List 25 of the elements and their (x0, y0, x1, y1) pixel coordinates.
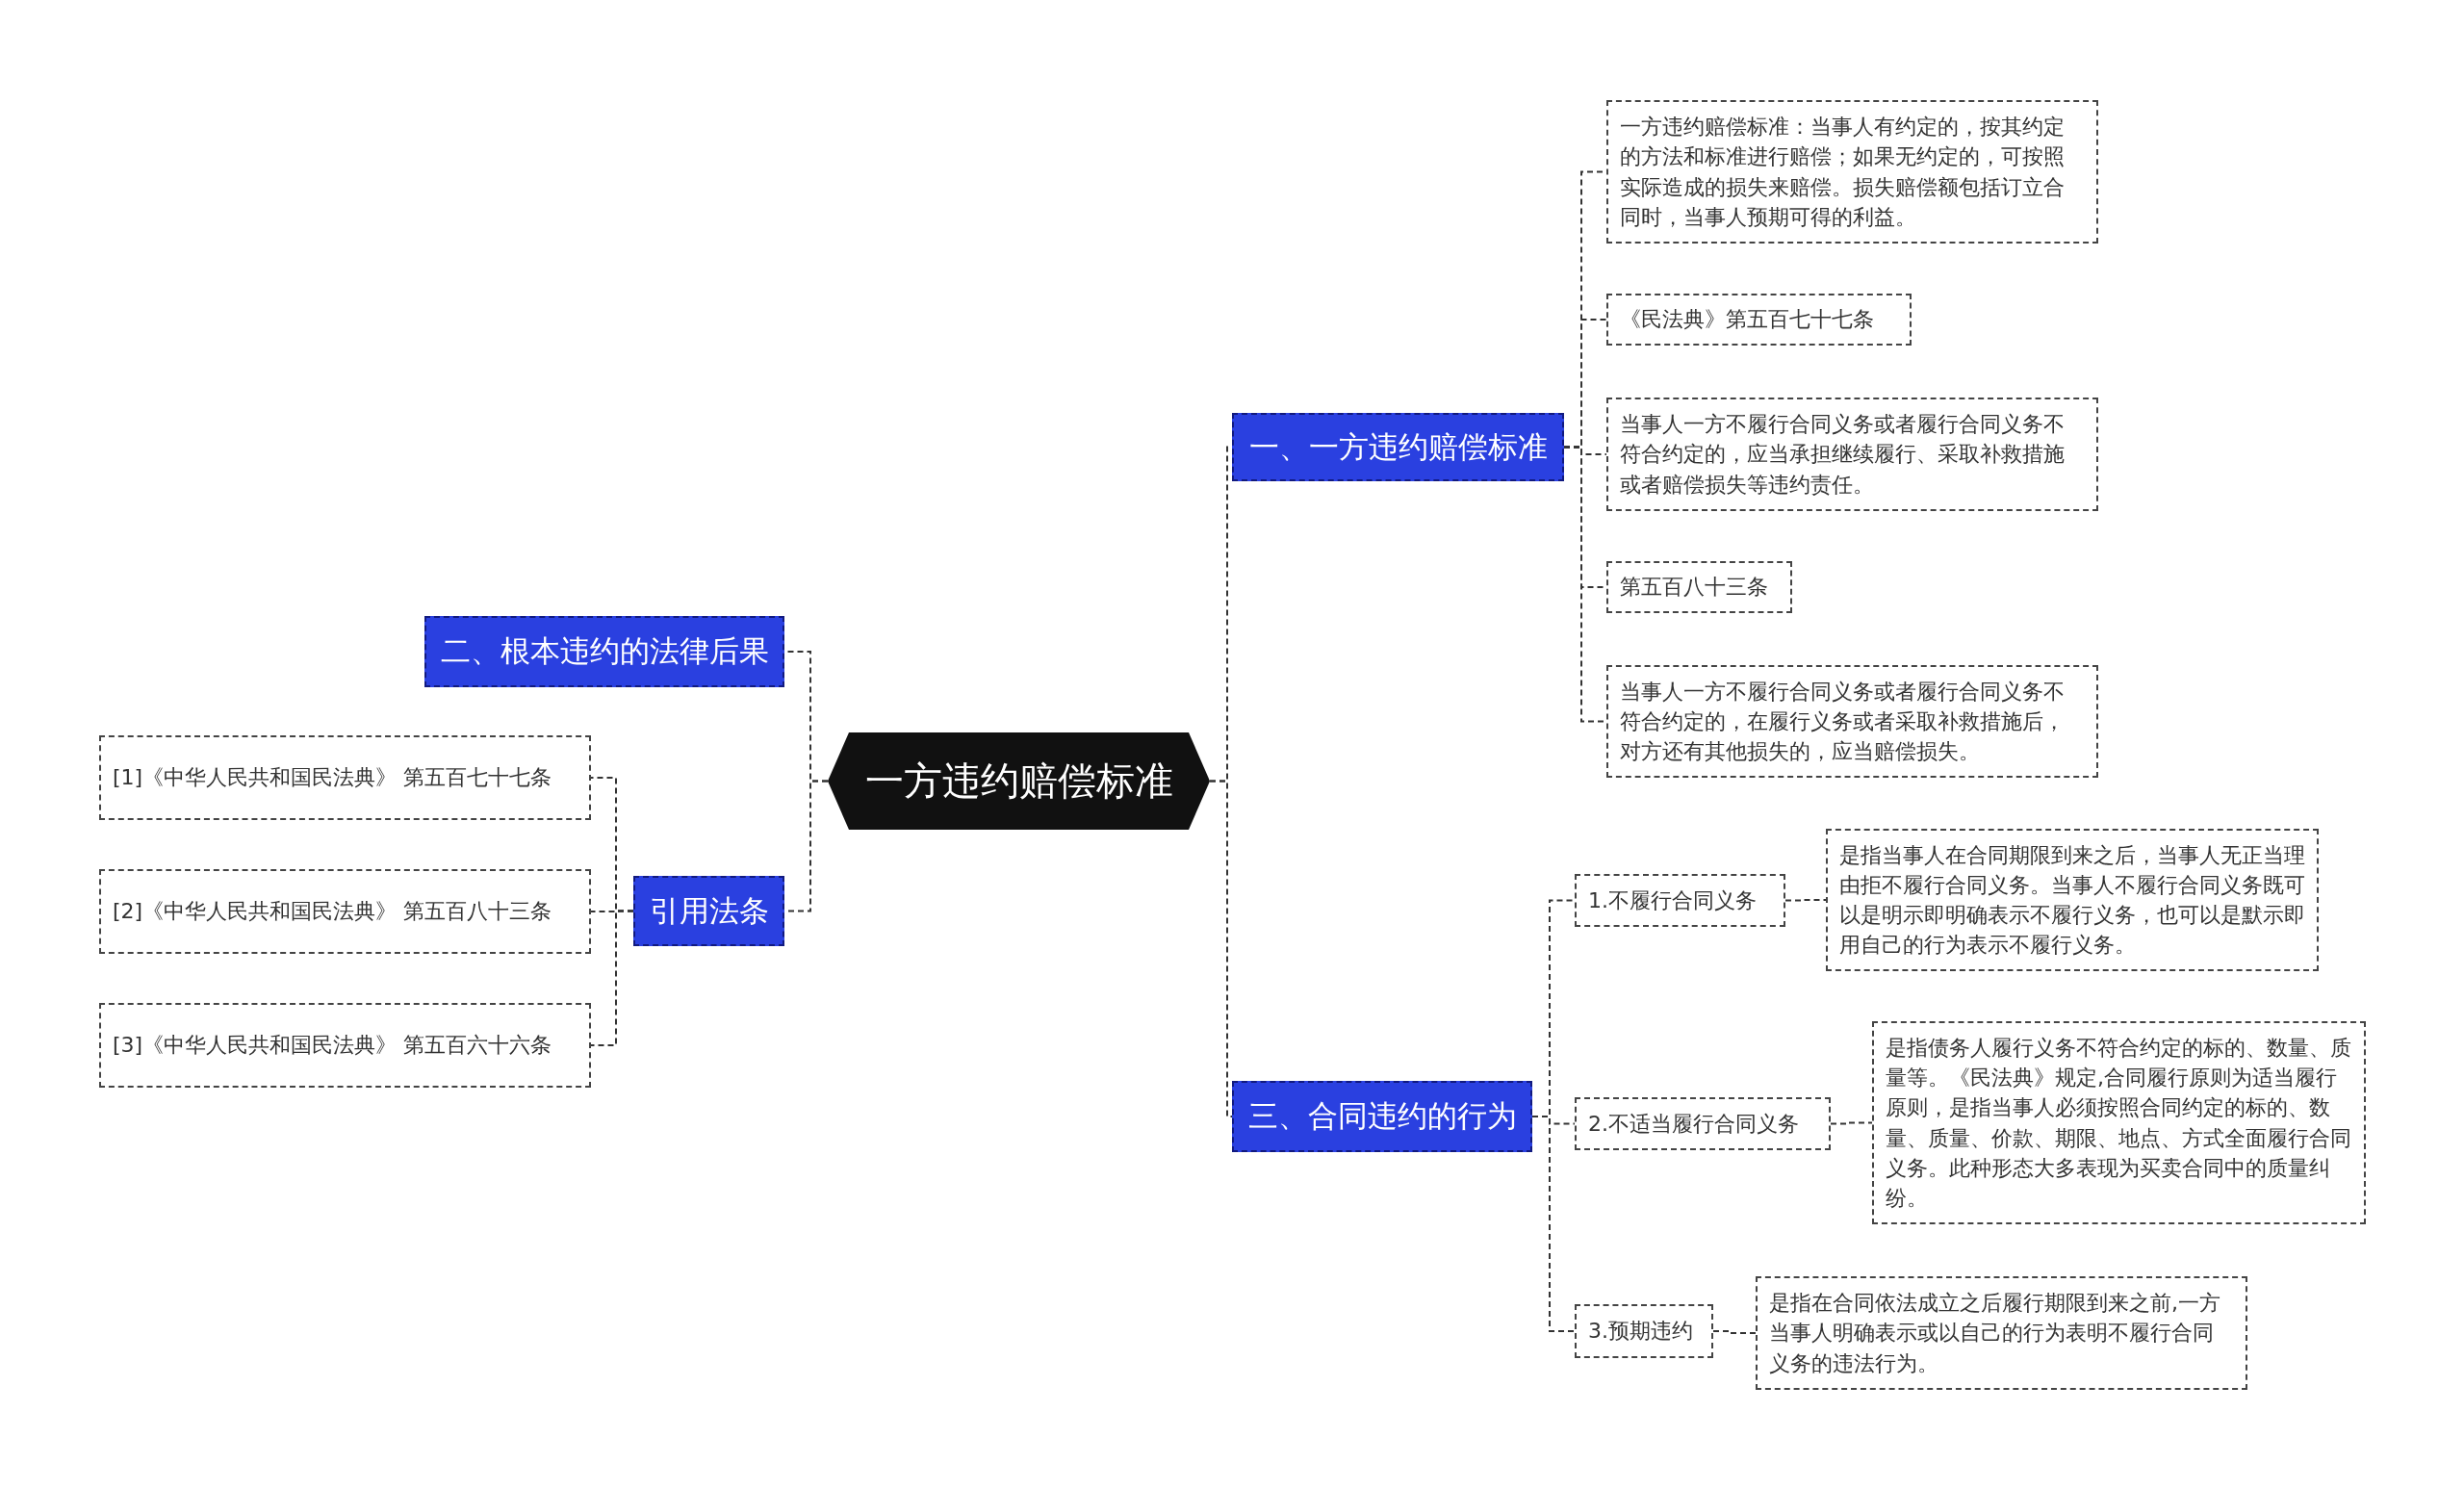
note-box: [2]《中华人民共和国民法典》 第五百八十三条 (99, 869, 591, 954)
note-box: [1]《中华人民共和国民法典》 第五百七十七条 (99, 735, 591, 820)
note-box: 1.不履行合同义务 (1575, 874, 1785, 927)
note-box: 第五百八十三条 (1606, 561, 1792, 613)
note-box: 是指债务人履行义务不符合约定的标的、数量、质量等。《民法典》规定,合同履行原则为适当履行原则，是指当事人必须按照合同约定的标的、数量、质量、价款、期限、地点、方式全面履行合同义务。此种形态大多表现为买卖合同中的质量纠纷。 (1872, 1021, 2366, 1224)
note-box: [3]《中华人民共和国民法典》 第五百六十六条 (99, 1003, 591, 1088)
note-box: 是指当事人在合同期限到来之后，当事人无正当理由拒不履行合同义务。当事人不履行合同义务既可以是明示即明确表示不履行义务，也可以是默示即用自己的行为表示不履行义务。 (1826, 829, 2319, 971)
connector-line (590, 910, 634, 1046)
topic-box: 三、合同违约的行为 (1232, 1081, 1532, 1152)
topic-box: 引用法条 (633, 876, 784, 946)
topic-box: 二、根本违约的法律后果 (424, 616, 784, 687)
connector-line (1712, 1330, 1757, 1334)
note-box: 当事人一方不履行合同义务或者履行合同义务不符合约定的，在履行义务或者采取补救措施后，对方还有其他损失的，应当赔偿损失。 (1606, 665, 2098, 778)
note-box: 3.预期违约 (1575, 1304, 1713, 1358)
connector-line (1830, 1121, 1873, 1125)
note-box: 《民法典》第五百七十七条 (1606, 294, 1912, 346)
note-box: 2.不适当履行合同义务 (1575, 1097, 1831, 1150)
topic-text: 一方违约赔偿标准 (864, 757, 1173, 805)
note-box: 是指在合同依法成立之后履行期限到来之前,一方当事人明确表示或以自己的行为表明不履行合同义务的违法行为。 (1756, 1276, 2247, 1390)
topic-box: 一、一方违约赔偿标准 (1232, 413, 1564, 481)
connector-line (1784, 899, 1827, 902)
connector-line (1209, 780, 1233, 1117)
connector-line (1531, 1116, 1576, 1332)
note-box: 一方违约赔偿标准：当事人有约定的，按其约定的方法和标准进行赔偿；如果无约定的，可按照实际造成的损失来赔偿。损失赔偿额包括订立合同时，当事人预期可得的利益。 (1606, 100, 2098, 244)
note-box: 当事人一方不履行合同义务或者履行合同义务不符合约定的，应当承担继续履行、采取补救措施或者赔偿损失等违约责任。 (1606, 398, 2098, 511)
